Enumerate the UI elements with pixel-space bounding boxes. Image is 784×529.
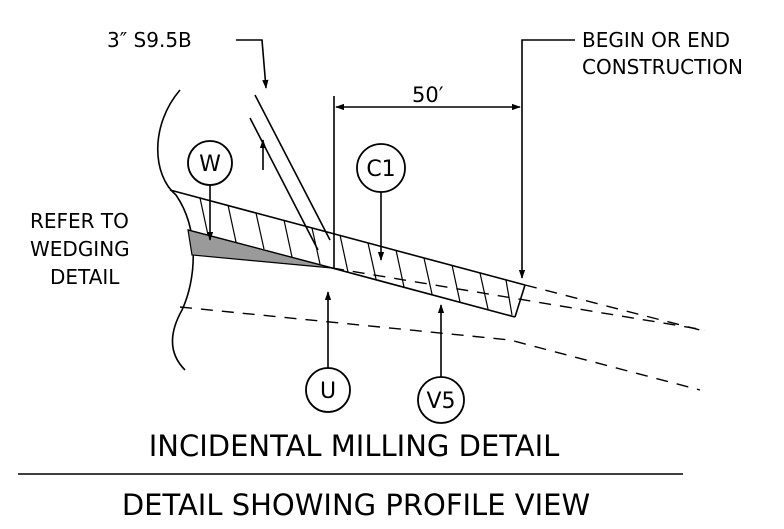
bubble-w-label: W (199, 152, 221, 177)
dimension-label: 50′ (412, 83, 444, 107)
layer-end-line (514, 284, 526, 318)
begin-end-leader (518, 39, 575, 279)
existing-grade-dashed-top (524, 284, 701, 331)
wedge-fill (187, 229, 333, 269)
bubble-u-label: U (320, 379, 336, 404)
bubble-u (305, 291, 351, 413)
existing-grade-dashed-2 (179, 306, 701, 391)
bubble-c1-label: C1 (366, 157, 395, 182)
thickness-line-1 (254, 94, 331, 241)
begin-end-label-2: CONSTRUCTION (582, 55, 743, 79)
main-title: INCIDENTAL MILLING DETAIL (149, 429, 560, 463)
refer-label-2: WEDGING (30, 237, 130, 261)
bubble-w (187, 140, 233, 241)
pavement-top-line (169, 189, 526, 286)
bubble-v5 (417, 304, 465, 424)
refer-label-1: REFER TO (30, 209, 129, 233)
refer-label-3: DETAIL (50, 265, 120, 289)
begin-end-label-1: BEGIN OR END (582, 28, 730, 52)
sub-title: DETAIL SHOWING PROFILE VIEW (122, 488, 590, 522)
existing-grade-dashed-1 (331, 267, 706, 331)
surface-layer-label: 3″ S9.5B (107, 28, 192, 52)
surface-layer-leader (236, 39, 269, 89)
layer-bottom-line-right (331, 267, 516, 318)
bubble-v5-label: V5 (426, 389, 455, 414)
bubble-c1 (356, 143, 406, 261)
